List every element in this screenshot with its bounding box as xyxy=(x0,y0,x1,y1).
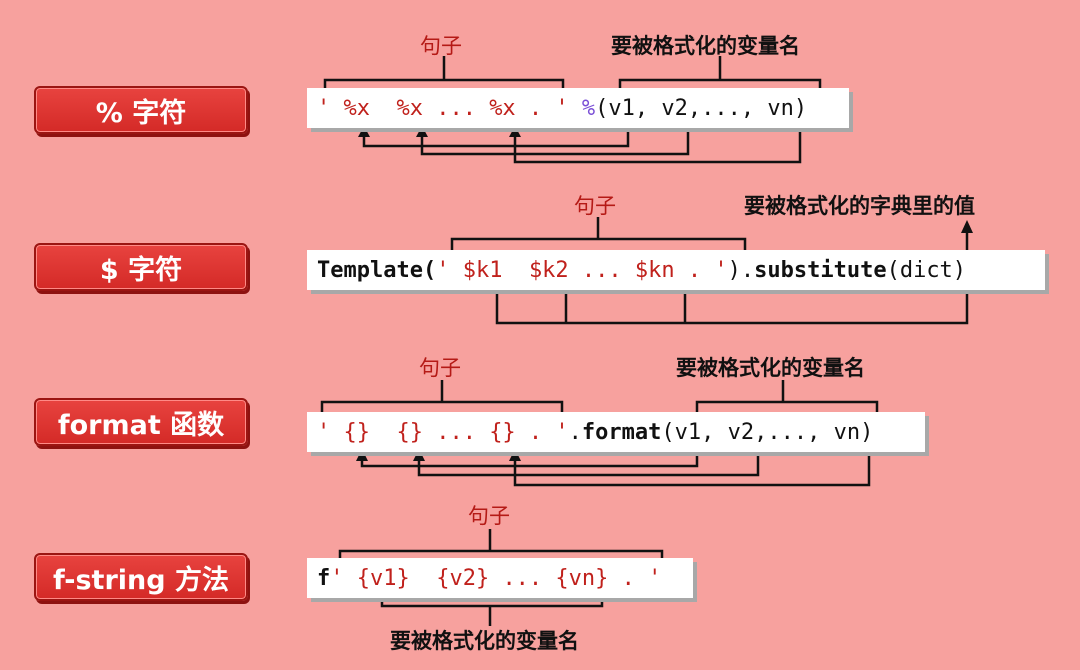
label-dollar-text: $ 字符 xyxy=(99,254,183,286)
r4-quote-open: ' xyxy=(330,565,344,591)
r2-code: Template(' $k1 $k2 ... $kn . ').substitu… xyxy=(307,250,1045,290)
r4-vars-label: 要被格式化的变量名 xyxy=(390,629,579,653)
r4-vars-bracket xyxy=(380,596,604,626)
r3-vars-label: 要被格式化的变量名 xyxy=(676,356,865,380)
r4-code: f' {v1} {v2} ... {vn} . ' xyxy=(307,558,693,598)
r3-arrowhead-3 xyxy=(509,449,521,461)
r2-arrowhead-dict xyxy=(961,220,973,233)
r2-dict-label: 要被格式化的字典里的值 xyxy=(744,194,975,218)
label-dollar: $ 字符 xyxy=(34,243,248,291)
r3-dot: . xyxy=(568,419,582,445)
r3-quote-close: ' xyxy=(555,419,569,445)
r1-args: (v1, v2,..., vn) xyxy=(595,95,808,121)
r3-format-method: format xyxy=(581,419,662,445)
label-percent: % 字符 xyxy=(34,86,248,134)
r1-arrow-v1 xyxy=(362,128,630,148)
r1-arrowhead-2 xyxy=(416,126,428,137)
r1-sentence-bracket xyxy=(323,56,565,93)
label-fstring-text: f-string 方法 xyxy=(53,564,229,596)
r1-sentence-label: 句子 xyxy=(420,34,462,58)
r3-vars-bracket xyxy=(695,380,879,413)
r3-sentence-code: {} {} ... {} . xyxy=(330,419,556,445)
label-fstring: f-string 方法 xyxy=(34,553,248,601)
r1-arrowhead-3 xyxy=(509,126,521,137)
r2-sentence-label: 句子 xyxy=(574,194,616,218)
r4-sentence-code: {v1} {v2} ... {vn} . xyxy=(343,565,649,591)
r2-dot: ). xyxy=(727,257,755,283)
label-format-text: format 函数 xyxy=(57,409,225,441)
r3-sentence-label: 句子 xyxy=(419,356,461,380)
r1-sentence-code: %x %x ... %x . xyxy=(330,95,556,121)
r3-code: ' {} {} ... {} . '.format(v1, v2,..., vn… xyxy=(307,412,925,452)
r4-quote-close: ' xyxy=(648,565,662,591)
r1-arrow-v2 xyxy=(420,128,690,156)
r1-space xyxy=(569,96,582,121)
r3-arrowhead-1 xyxy=(356,449,368,461)
r4-f-prefix: f xyxy=(317,565,331,591)
r3-arrow-vn xyxy=(513,452,871,487)
r1-percent-op: % xyxy=(581,95,596,121)
r2-quote-open: ' xyxy=(436,257,450,283)
r1-vars-bracket xyxy=(618,56,822,93)
r2-arrow-connector xyxy=(495,290,969,325)
r4-sentence-label: 句子 xyxy=(468,504,510,528)
r2-sentence-code: $k1 $k2 ... $kn . xyxy=(449,257,715,283)
r2-template: Template( xyxy=(317,257,437,283)
r3-arrow-v1 xyxy=(360,452,699,468)
r2-dict-arg: (dict) xyxy=(886,257,967,283)
r1-arrowhead-1 xyxy=(358,126,370,137)
r3-arrow-v2 xyxy=(417,452,760,477)
r3-quote-open: ' xyxy=(317,419,331,445)
r1-quote-open: ' xyxy=(317,95,331,121)
r1-vars-label: 要被格式化的变量名 xyxy=(611,34,800,58)
r2-substitute: substitute xyxy=(754,257,887,283)
r2-quote-close: ' xyxy=(714,257,728,283)
r1-quote-close: ' xyxy=(555,95,569,121)
r1-arrow-vn xyxy=(513,128,802,164)
r2-sentence-bracket xyxy=(450,217,747,253)
r3-args: (v1, v2,..., vn) xyxy=(661,419,874,445)
r1-code: ' %x %x ... %x . ' %(v1, v2,..., vn) xyxy=(307,88,849,128)
r3-sentence-bracket xyxy=(320,380,564,413)
label-format: format 函数 xyxy=(34,398,248,446)
label-percent-text: % 字符 xyxy=(95,97,187,129)
r3-arrowhead-2 xyxy=(413,449,425,461)
